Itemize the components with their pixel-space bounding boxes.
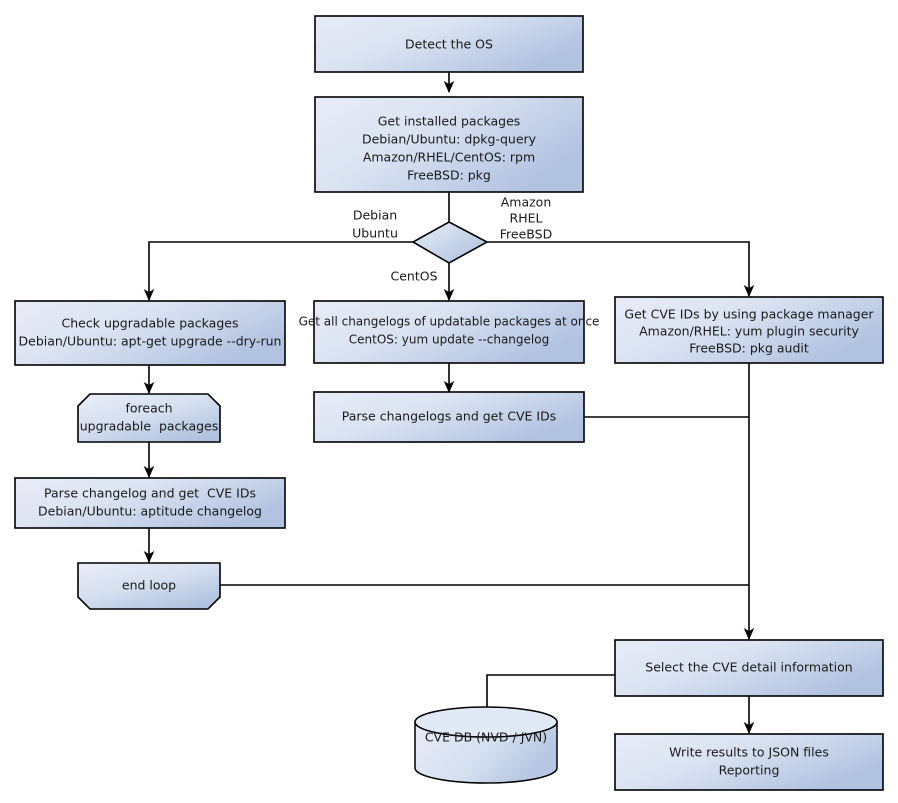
edge-label-ubuntu: Ubuntu [352,226,398,241]
edge-label-freebsd: FreeBSD [500,227,552,242]
node-end-loop[interactable]: end loop [77,562,221,610]
node-foreach-loop-start[interactable]: foreach upgradable packages [77,393,221,443]
edge-label-debian: Debian [353,208,397,223]
edge-label-centos-text: CentOS [390,269,437,284]
edge-label-debian-ubuntu: Debian Ubuntu [352,208,398,241]
edge-label-centos: CentOS [390,269,437,284]
node-os-decision[interactable] [411,221,489,264]
node-cve-database-label: CVE DB (NVD / JVN) [425,730,547,745]
edge-label-rhel: RHEL [510,211,543,226]
connector-decision-to-check-upgradable [143,241,413,301]
node-parse-changelog-debian-line1: Parse changelog and get CVE IDs [44,486,256,501]
node-cve-database[interactable]: CVE DB (NVD / JVN) [414,706,558,784]
node-parse-changelogs-centos-label: Parse changelogs and get CVE IDs [342,409,556,424]
node-get-installed-packages[interactable]: Get installed packages Debian/Ubuntu: dp… [314,96,584,193]
node-get-cve-ids-line1: Get CVE IDs by using package manager [624,307,874,322]
node-check-upgradable-line2: Debian/Ubuntu: apt-get upgrade --dry-run [19,334,282,349]
node-write-results-line2: Reporting [719,763,780,778]
node-get-all-changelogs-line1: Get all changelogs of updatable packages… [299,315,600,329]
node-get-cve-ids-line2: Amazon/RHEL: yum plugin security [639,324,859,339]
node-detect-os[interactable]: Detect the OS [314,15,584,73]
node-get-installed-packages-line1: Get installed packages [378,114,521,129]
node-get-installed-packages-line4: FreeBSD: pkg [407,168,491,183]
node-check-upgradable-line1: Check upgradable packages [62,316,239,331]
node-check-upgradable-packages[interactable]: Check upgradable packages Debian/Ubuntu:… [14,300,286,366]
node-get-all-changelogs[interactable]: Get all changelogs of updatable packages… [299,300,600,364]
node-foreach-line2: upgradable packages [80,419,219,434]
connector-select-cve-to-database [486,674,615,711]
node-get-installed-packages-line2: Debian/Ubuntu: dpkg-query [362,132,537,147]
edge-label-amazon: Amazon [501,195,552,210]
node-detect-os-label: Detect the OS [405,37,493,52]
node-select-cve-detail[interactable]: Select the CVE detail information [614,639,884,697]
node-parse-changelogs-centos[interactable]: Parse changelogs and get CVE IDs [313,391,585,443]
node-foreach-line1: foreach [125,401,172,416]
node-get-installed-packages-line3: Amazon/RHEL/CentOS: rpm [363,150,535,165]
connector-decision-to-pkg-manager [487,241,755,297]
connector-layer [143,72,755,734]
node-parse-changelog-debian-line2: Debian/Ubuntu: aptitude changelog [38,504,262,519]
node-get-cve-ids-line3: FreeBSD: pkg audit [689,341,809,356]
node-get-all-changelogs-line2: CentOS: yum update --changelog [349,333,549,347]
node-write-results[interactable]: Write results to JSON files Reporting [614,733,884,791]
node-end-loop-label: end loop [122,578,176,593]
edge-label-amazon-rhel-freebsd: Amazon RHEL FreeBSD [500,195,552,242]
node-select-cve-detail-label: Select the CVE detail information [645,660,852,675]
node-get-cve-ids-package-manager[interactable]: Get CVE IDs by using package manager Ama… [614,296,884,364]
node-write-results-line1: Write results to JSON files [669,745,829,760]
node-parse-changelog-debian[interactable]: Parse changelog and get CVE IDs Debian/U… [14,477,286,529]
